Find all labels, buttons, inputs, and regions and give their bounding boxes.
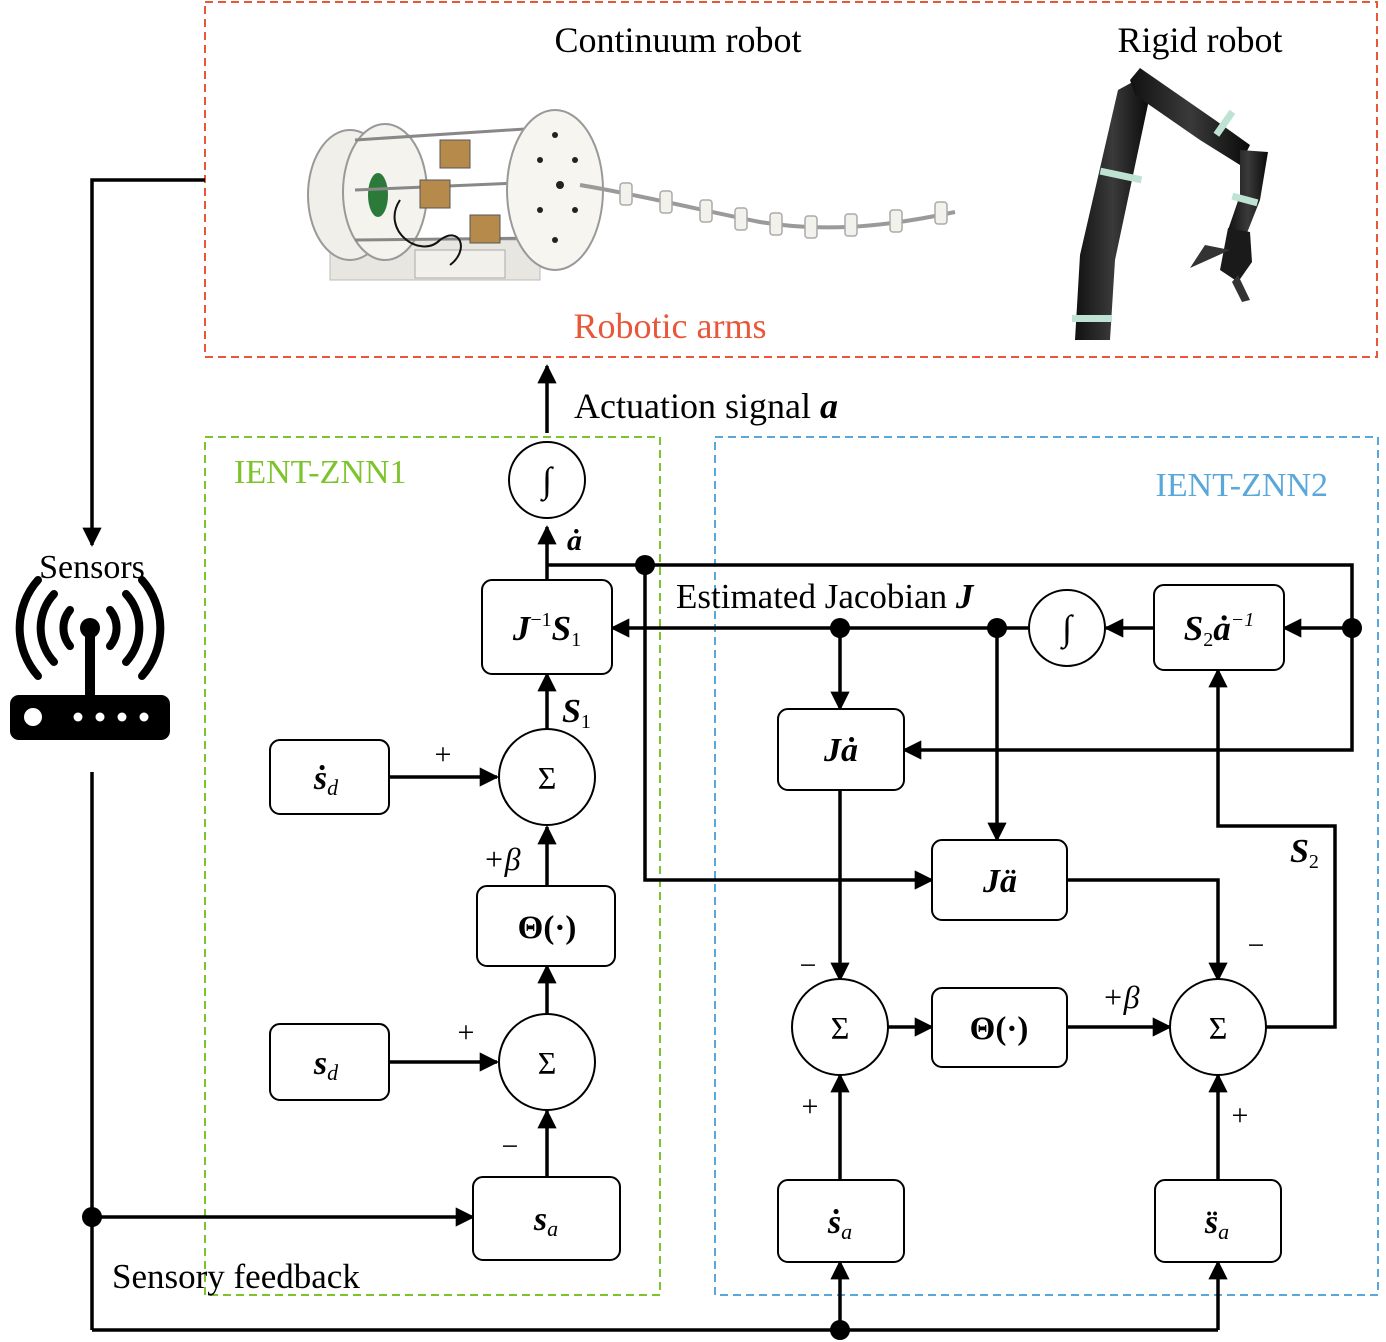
znn1-lower-sum-symbol: Σ [538,1045,557,1081]
continuum-robot-label: Continuum robot [554,20,801,60]
znn2-left-sum-symbol: Σ [831,1010,850,1046]
s-d-dot-block [269,739,390,815]
sensors-label: Sensors [39,549,145,586]
s-a-dot-block [777,1179,905,1263]
rigid-robot-label: Rigid robot [1117,20,1282,60]
actuation-signal-label: Actuation signal a [574,386,838,426]
s-a-ddot-block [1154,1179,1282,1263]
s-d-block [269,1023,390,1101]
ient-znn2-label: IENT-ZNN2 [1156,467,1329,504]
s1-signal-label: S1 [562,693,591,733]
sensory-feedback-label: Sensory feedback [112,1257,360,1296]
znn1-upper-sum [498,728,596,826]
plus-sign-sd-dot: + [435,738,452,771]
znn1-activation-label: Θ(·) [518,910,577,946]
minus-sign-jaddot: − [1248,929,1265,962]
znn2-right-sum-symbol: Σ [1209,1010,1228,1046]
s-a-ddot-label: s̈a [1204,1204,1229,1244]
plus-sign-sd: + [458,1016,475,1049]
rigid-robot-image [1072,68,1268,340]
j-inverse-s1-label: J−1S1 [512,609,581,651]
plus-beta-znn1: +β [483,841,521,877]
a-dot-signal-label: ȧ [567,524,582,557]
jacobian-integrator [1028,589,1106,667]
minus-sign-sa: − [502,1130,519,1163]
s-a-block [472,1176,621,1261]
j-addot-label: Jä [982,863,1017,900]
j-addot-block [931,839,1068,921]
znn1-activation-block [476,885,616,967]
estimated-jacobian-label: Estimated Jacobian J [676,577,975,616]
znn1-upper-sum-symbol: Σ [538,760,557,796]
plus-beta-znn2: +β [1102,979,1140,1015]
ient-znn2-panel [714,436,1379,1296]
ient-znn1-panel [204,436,661,1296]
jacobian-integrator-symbol: ∫ [1060,608,1074,650]
s-d-dot-label: ṡd [313,760,339,800]
s2-adot-inverse-label: S2ȧ−1 [1184,609,1254,651]
continuum-robot-image [307,109,956,281]
junction-dots [82,555,1362,1340]
znn1-lower-sum [498,1013,596,1111]
j-adot-block [777,708,905,791]
plus-sign-sa-dot: + [802,1090,819,1123]
s-a-dot-label: ṡa [827,1204,852,1244]
s-a-label: sa [533,1201,558,1241]
minus-sign-jadot: − [800,949,817,982]
plus-sign-sa-ddot: + [1232,1099,1249,1132]
s-d-label: sd [313,1045,339,1085]
znn2-left-sum [791,978,889,1076]
wifi-router-icon [10,576,170,740]
j-inverse-s1-block [481,579,613,675]
s2-signal-label: S2 [1290,833,1319,873]
output-integrator [508,441,586,519]
ient-znn1-label: IENT-ZNN1 [234,454,407,491]
znn2-right-sum [1169,978,1267,1076]
output-integrator-symbol: ∫ [540,460,554,502]
signal-wires [82,178,1354,1332]
s2-adot-inverse-block [1153,584,1285,671]
znn2-activation-block [931,987,1068,1068]
robotic-arms-label: Robotic arms [574,306,767,346]
j-adot-label: Jȧ [823,732,858,769]
znn2-activation-label: Θ(·) [970,1011,1029,1047]
